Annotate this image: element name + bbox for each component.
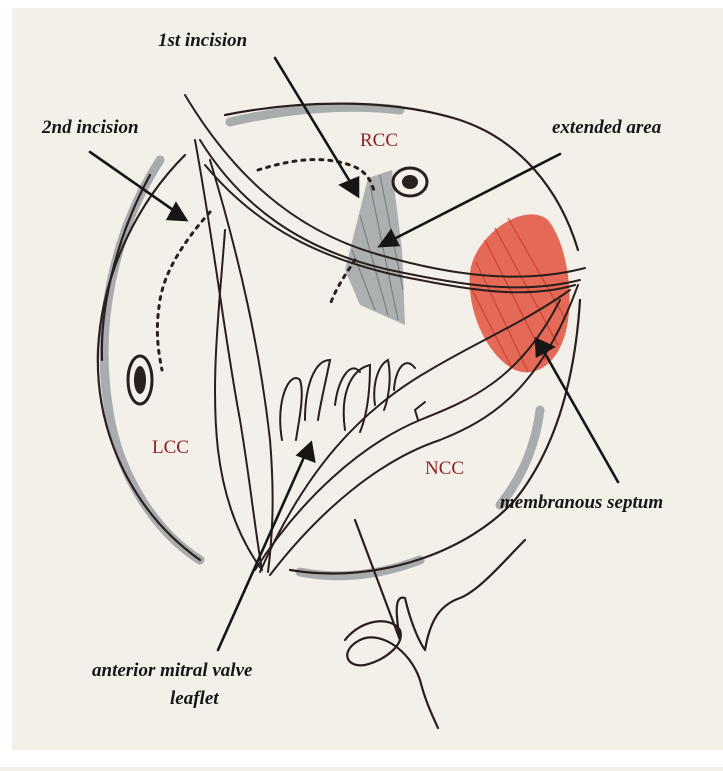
membranous-septum-label: membranous septum bbox=[500, 492, 663, 514]
anterior-mitral-label-line2: leaflet bbox=[170, 688, 219, 710]
bottom-margin bbox=[0, 750, 723, 767]
first-incision-label: 1st incision bbox=[158, 30, 247, 52]
second-incision-label: 2nd incision bbox=[42, 117, 139, 139]
rcc-cusp-label: RCC bbox=[360, 130, 398, 152]
left-margin bbox=[0, 0, 12, 767]
lcc-cusp-label: LCC bbox=[152, 437, 189, 459]
left-coronary-ostium-core bbox=[134, 366, 146, 394]
anterior-mitral-label-line1: anterior mitral valve bbox=[92, 660, 252, 682]
top-margin bbox=[0, 0, 723, 8]
ncc-cusp-label: NCC bbox=[425, 458, 464, 480]
extended-area-label: extended area bbox=[552, 117, 661, 139]
right-coronary-ostium-core bbox=[402, 175, 418, 189]
